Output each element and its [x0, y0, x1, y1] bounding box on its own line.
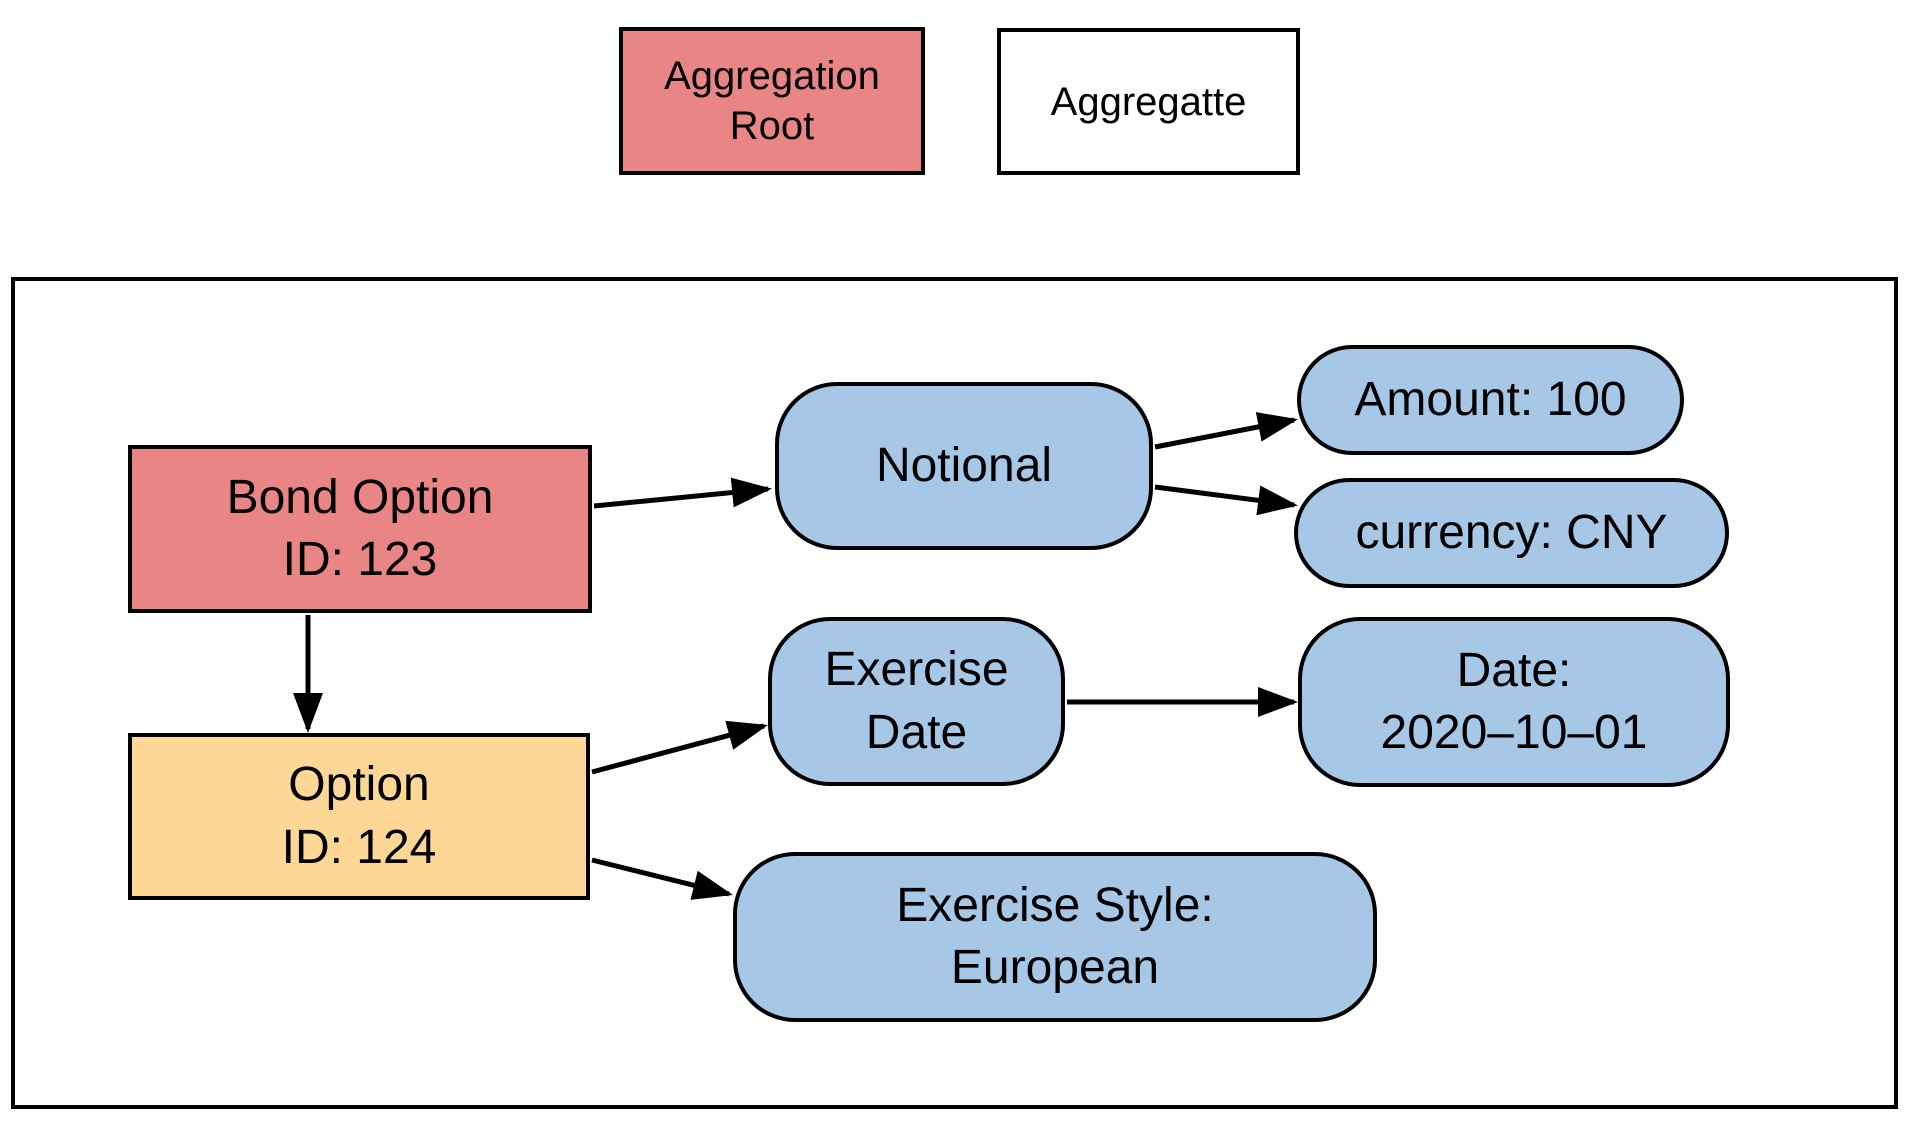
node-date-label: Date: 2020–10–01	[1380, 643, 1648, 759]
node-currency: currency: CNY	[1294, 478, 1729, 588]
legend-aggregate-label: Aggregatte	[1050, 79, 1247, 124]
legend-aggregation-root-label: Aggregation Root	[664, 54, 880, 148]
node-currency-label: currency: CNY	[1355, 505, 1668, 559]
legend-aggregation-root-box: Aggregation Root	[619, 27, 925, 175]
legend-aggregate-box: Aggregatte	[997, 28, 1300, 175]
node-exercise-date: Exercise Date	[768, 617, 1065, 786]
node-option-label: Option ID: 124	[281, 758, 437, 874]
node-bond-option-label: Bond Option ID: 123	[226, 470, 494, 586]
node-amount-label: Amount: 100	[1354, 372, 1627, 426]
node-date: Date: 2020–10–01	[1298, 617, 1730, 787]
node-exercise-style: Exercise Style: European	[733, 852, 1377, 1022]
node-bond-option: Bond Option ID: 123	[128, 445, 592, 613]
node-notional: Notional	[775, 382, 1153, 550]
node-notional-label: Notional	[875, 438, 1053, 492]
node-amount: Amount: 100	[1297, 345, 1684, 455]
node-exercise-date-label: Exercise Date	[824, 643, 1009, 759]
node-exercise-style-label: Exercise Style: European	[896, 878, 1214, 994]
node-option: Option ID: 124	[128, 733, 590, 900]
